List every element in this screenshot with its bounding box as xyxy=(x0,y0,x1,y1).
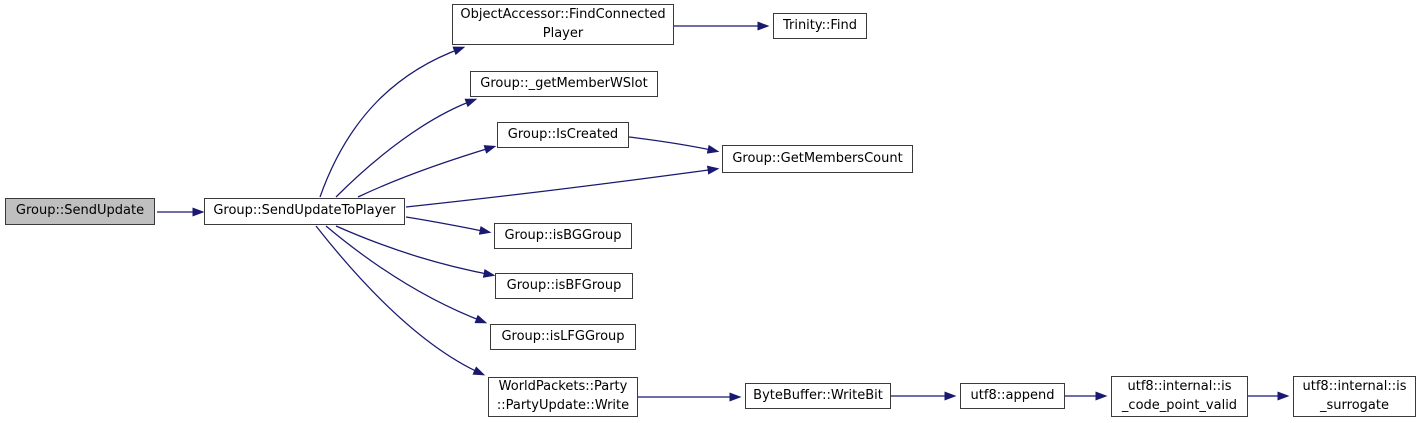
node-world-packets-party-update-write[interactable]: WorldPackets::Party ::PartyUpdate::Write xyxy=(488,377,638,417)
node-trinity-find[interactable]: Trinity::Find xyxy=(773,13,867,39)
node-utf8-internal-is-surrogate[interactable]: utf8::internal::is _surrogate xyxy=(1293,376,1416,417)
edge-send-update-to-player-to-is-bf-group xyxy=(335,225,496,278)
node-group-get-member-w-slot[interactable]: Group::_getMemberWSlot xyxy=(470,71,658,97)
node-object-accessor-find-connected-player[interactable]: ObjectAccessor::FindConnected Player xyxy=(452,4,674,45)
node-group-send-update: Group::SendUpdate xyxy=(5,198,155,225)
edge-send-update-to-player-to-is-created xyxy=(357,145,497,198)
node-group-is-lfg-group[interactable]: Group::isLFGGroup xyxy=(490,324,636,350)
edge-send-update-to-player-to-party-update-write xyxy=(315,225,486,376)
edge-is-created-to-get-members-count xyxy=(628,136,720,154)
node-group-is-bf-group[interactable]: Group::isBFGroup xyxy=(495,273,633,299)
edge-send-update-to-player-to-get-member-w-slot xyxy=(335,98,478,198)
node-group-get-members-count[interactable]: Group::GetMembersCount xyxy=(722,145,913,173)
node-group-send-update-to-player[interactable]: Group::SendUpdateToPlayer xyxy=(204,198,405,225)
edge-send-update-to-player-to-find-connected-player xyxy=(319,46,466,198)
edge-send-update-to-player-to-is-bg-group xyxy=(405,216,492,235)
node-utf8-internal-is-code-point-valid[interactable]: utf8::internal::is _code_point_valid xyxy=(1111,376,1248,417)
node-group-is-bg-group[interactable]: Group::isBGGroup xyxy=(494,223,632,249)
node-byte-buffer-write-bit[interactable]: ByteBuffer::WriteBit xyxy=(745,383,891,409)
node-group-is-created[interactable]: Group::IsCreated xyxy=(497,122,629,148)
node-utf8-append[interactable]: utf8::append xyxy=(960,383,1065,409)
edge-send-update-to-player-to-is-lfg-group xyxy=(325,225,488,324)
edge-send-update-to-player-to-get-members-count xyxy=(405,165,720,208)
